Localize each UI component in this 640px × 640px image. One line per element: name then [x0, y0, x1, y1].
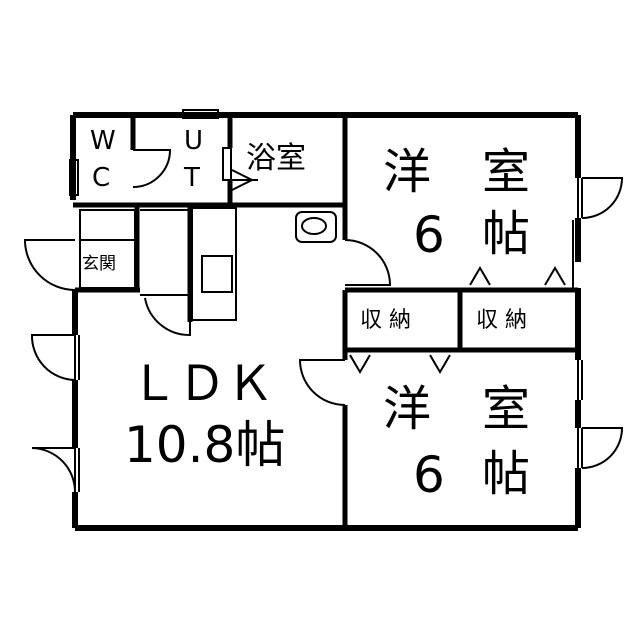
outer-wall	[70, 112, 581, 531]
storage-left-label: 収 納	[360, 308, 411, 333]
wc-label-w: W	[90, 126, 116, 156]
folding-door-marks	[231, 169, 566, 374]
ut-label-u: U	[184, 126, 204, 156]
wc-label-c: C	[92, 163, 111, 193]
entrance-label: 玄関	[82, 254, 116, 274]
door-swings	[23, 149, 624, 493]
bath-label: 浴室	[246, 141, 306, 176]
western-lower-size-num: 6	[413, 446, 445, 504]
western-upper-size-num: 6	[413, 206, 445, 264]
western-upper-name1: 洋	[383, 144, 432, 200]
western-lower-size-unit: 帖	[482, 446, 531, 502]
storage-right-label: 収 納	[476, 308, 527, 333]
western-lower-name2: 室	[482, 381, 531, 437]
interior-wall	[73, 115, 578, 528]
fixture-lines	[69, 109, 583, 492]
ldk-size: 10.8帖	[124, 416, 286, 474]
western-upper-size-unit: 帖	[482, 206, 531, 262]
western-upper-name2: 室	[482, 144, 531, 200]
western-lower-name1: 洋	[383, 381, 432, 437]
ldk-label: ＬＤＫ	[130, 356, 275, 412]
ut-label-t: T	[184, 163, 200, 193]
